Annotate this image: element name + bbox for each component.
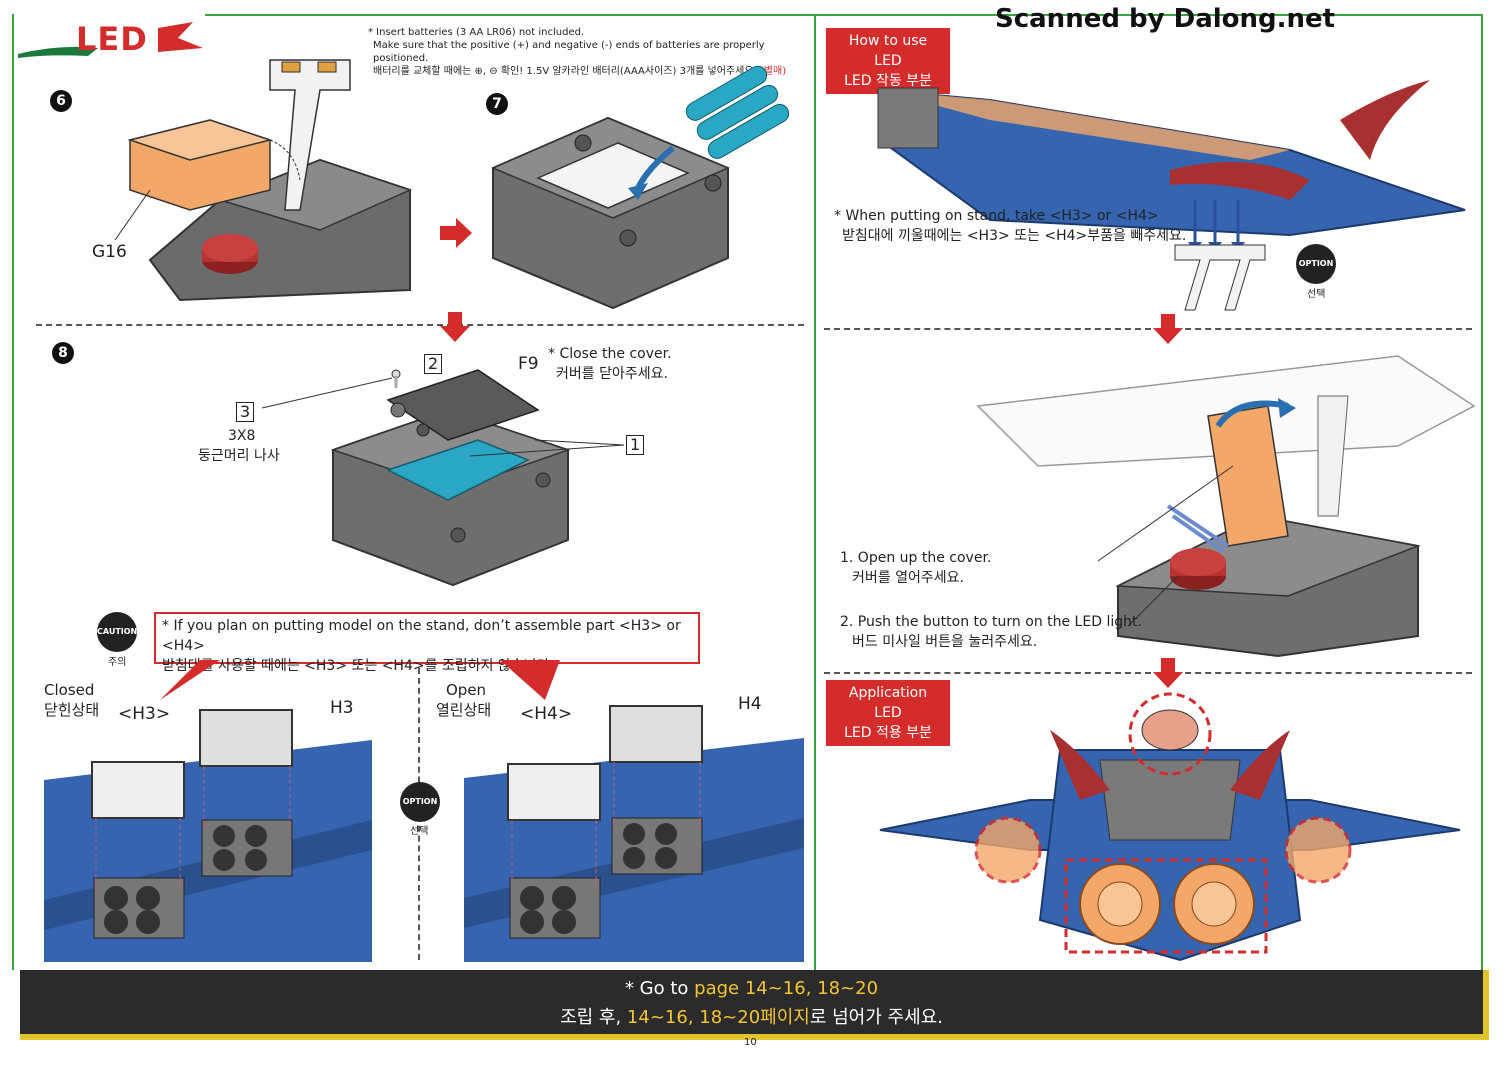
logo-text: LED (76, 20, 148, 58)
caution-line2: 받침대를 사용할 때에는 <H3> 또는 <H4>를 조립하지 않습니다. (162, 658, 554, 674)
open-title-en: Open (446, 681, 487, 699)
part-1-box: 1 (626, 435, 645, 455)
page-border-left (12, 14, 14, 970)
battery-note-line1: * Insert batteries (3 AA LR06) not inclu… (368, 27, 585, 38)
step-push-button-ko: 버드 미사일 버튼을 눌러주세요. (852, 634, 1038, 650)
step-open-cover-en: 1. Open up the cover. (840, 550, 992, 566)
open-title-ko: 열린상태 (436, 701, 492, 719)
caution-badge-ko: 주의 (108, 657, 127, 668)
closed-title: Closed 닫힌상태 (44, 680, 99, 720)
battery-note-line2: Make sure that the positive (+) and nega… (373, 40, 765, 64)
step7-illustration (491, 65, 790, 310)
footer-ko-prefix: 조립 후, (560, 1007, 627, 1028)
column-divider (814, 14, 816, 970)
closed-illustration (44, 709, 372, 962)
open-part-label: H4 (738, 694, 762, 714)
closed-part-tag: <H3> (118, 704, 171, 724)
arrow-down-right-icon (1153, 314, 1183, 344)
application-tag: Application LED LED 적용 부분 (826, 680, 950, 746)
divider-left-1 (36, 324, 804, 326)
screw-label-ko: 둥근머리 나사 (198, 448, 280, 464)
part-f9-label: F9 (518, 354, 539, 374)
battery-note: * Insert batteries (3 AA LR06) not inclu… (368, 26, 808, 78)
battery-note-line3: 배터리를 교체할 때에는 ⊕, ⊖ 확인! 1.5V 알카라인 배터리(AAA사… (368, 65, 808, 78)
screw-size: 3X8 (228, 428, 256, 444)
battery-note-red: (별매) (759, 66, 787, 77)
open-part-tag: <H4> (520, 704, 573, 724)
how-to-use-tag: How to use LED LED 작동 부분 (826, 28, 950, 94)
ship-rear-illustration (879, 692, 1461, 962)
part-g16-label: G16 (92, 242, 127, 262)
footer-line-ko: 조립 후, 14~16, 18~20페이지로 넘어가 주세요. (20, 1003, 1483, 1029)
how-to-use-en: How to use LED (848, 33, 928, 69)
open-title: Open 열린상태 (436, 680, 491, 720)
watermark: Scanned by Dalong.net (995, 4, 1336, 34)
divider-right-2 (824, 672, 1472, 674)
screw-icon (391, 369, 401, 388)
step-push-button: 2. Push the button to turn on the LED li… (840, 612, 1142, 652)
divider-right-1 (824, 328, 1472, 330)
stand-note-ko: 받침대에 끼울때에는 <H3> 또는 <H4>부품을 빼주세요. (842, 228, 1187, 244)
option-badge-right-ko: 선택 (1307, 289, 1326, 300)
stand-note-en: * When putting on stand, take <H3> or <H… (834, 208, 1159, 224)
option-badge-ko: 선택 (410, 826, 429, 837)
step8-illustration (330, 369, 571, 587)
application-en: Application LED (848, 685, 928, 721)
arrow-right-icon (440, 218, 472, 248)
footer-ko-suffix: 로 넘어가 주세요. (809, 1007, 943, 1028)
part-3-box: 3 (236, 402, 255, 422)
step8-number: 8 (52, 342, 74, 364)
close-cover-note: * Close the cover. 커버를 닫아주세요. (548, 344, 672, 384)
footer-bar: * Go to page 14~16, 18~20 조립 후, 14~16, 1… (20, 970, 1489, 1040)
close-cover-ko: 커버를 닫아주세요. (556, 366, 668, 382)
footer-go-pages: page 14~16, 18~20 (694, 978, 879, 999)
arrow-down-icon (440, 312, 470, 342)
led-logo: LED (18, 18, 208, 62)
part-2-box: 2 (424, 354, 443, 374)
step-open-cover-ko: 커버를 열어주세요. (852, 570, 964, 586)
step-push-button-en: 2. Push the button to turn on the LED li… (840, 614, 1142, 630)
ship-side-illustration (877, 80, 1466, 311)
page-number: 10 (744, 1037, 757, 1048)
how-to-use-ko: LED 작동 부분 (844, 73, 932, 89)
step7-number: 7 (486, 93, 508, 115)
close-cover-en: * Close the cover. (548, 346, 672, 362)
caution-box: * If you plan on putting model on the st… (154, 612, 700, 674)
option-badge-right: OPTION (1296, 244, 1336, 284)
footer-go-prefix: * Go to (624, 978, 695, 999)
led-logo-swoosh-icon (18, 22, 203, 58)
application-ko: LED 적용 부분 (844, 725, 932, 741)
arrow-down-right-2-icon (1153, 658, 1183, 688)
stand-open-illustration (976, 355, 1476, 658)
option-badge: OPTION (400, 782, 440, 822)
caution-badge: CAUTION (97, 612, 137, 652)
closed-title-en: Closed (44, 681, 95, 699)
page-border (205, 14, 1483, 972)
closed-part-label: H3 (330, 698, 354, 718)
battery-note-ko: 배터리를 교체할 때에는 ⊕, ⊖ 확인! 1.5V 알카라인 배터리(AAA사… (373, 66, 757, 77)
stand-note: * When putting on stand, take <H3> or <H… (834, 206, 1186, 246)
step6-number: 6 (50, 90, 72, 112)
closed-title-ko: 닫힌상태 (44, 701, 100, 719)
step-open-cover: 1. Open up the cover. 커버를 열어주세요. (840, 548, 991, 588)
open-illustration (464, 705, 804, 962)
caution-line1: * If you plan on putting model on the st… (162, 618, 681, 654)
footer-line-en: * Go to page 14~16, 18~20 (20, 978, 1483, 999)
footer-ko-pages: 14~16, 18~20페이지 (626, 1007, 810, 1028)
step6-illustration (114, 59, 413, 302)
